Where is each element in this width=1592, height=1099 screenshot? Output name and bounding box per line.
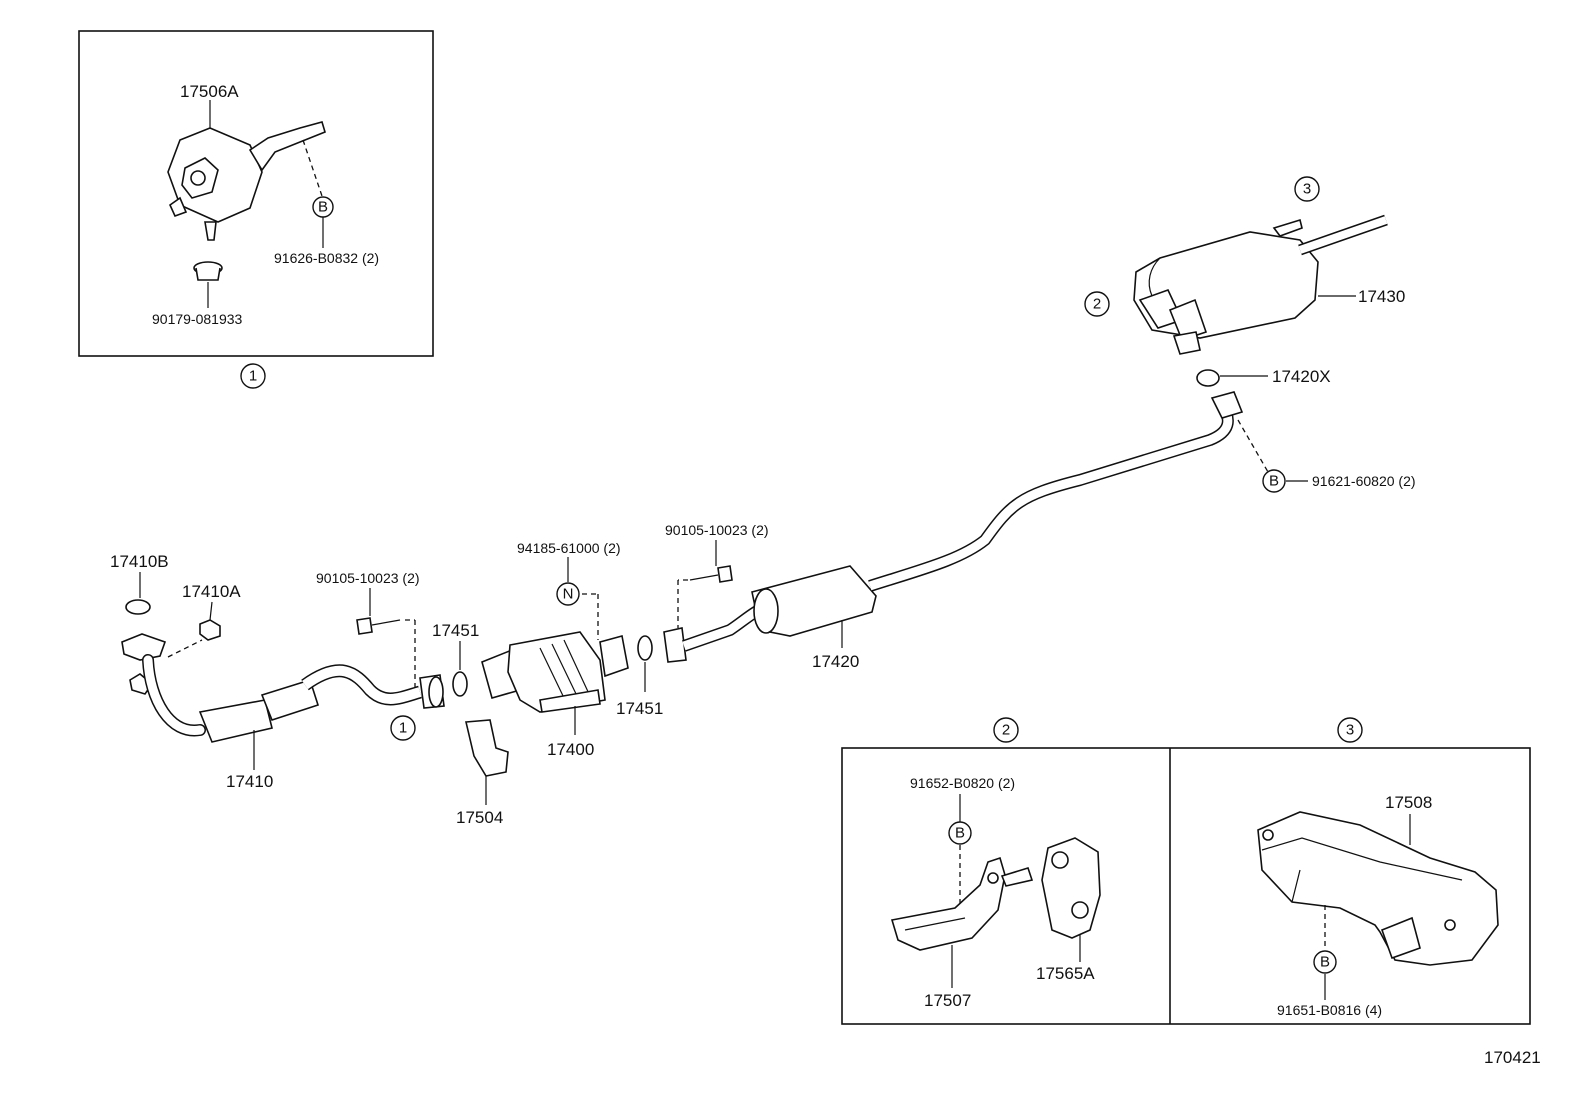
nut-90179-drawing — [193, 261, 223, 281]
bolt-b-code: B — [318, 199, 328, 216]
label-91652-B0820: 91652-B0820 (2) — [910, 775, 1015, 791]
gasket-17451-left — [452, 671, 468, 697]
inset2-bolt-b-symbol — [948, 821, 972, 845]
label-17410B: 17410B — [110, 552, 169, 571]
converter-17400: 17400 94185-61000 (2) N — [481, 540, 629, 759]
ref-3-inset-text: 3 — [1346, 722, 1354, 739]
inset-2: 2 91652-B0820 (2) B 17507 17565A — [890, 717, 1101, 1010]
label-17508: 17508 — [1385, 793, 1432, 812]
label-90105-right: 90105-10023 (2) — [665, 522, 769, 538]
ref-1-symbol — [240, 363, 266, 389]
label-17420X: 17420X — [1272, 367, 1331, 386]
tail-bolt-b-code: B — [1269, 473, 1279, 490]
label-17506A: 17506A — [180, 82, 239, 101]
diagram-id: 170421 — [1484, 1048, 1541, 1067]
label-91626-B0832: 91626-B0832 (2) — [274, 250, 379, 266]
inset-1-frame — [78, 30, 434, 357]
ref-2-main-text: 2 — [1093, 296, 1101, 313]
tail-gasket-group: 17420X — [1196, 367, 1331, 387]
ref-2-main-symbol — [1084, 291, 1110, 317]
label-91621: 91621-60820 (2) — [1312, 473, 1416, 489]
bracket-17507-drawing — [890, 856, 1034, 951]
ref-3-inset-symbol — [1337, 717, 1363, 743]
gasket-17451-right — [637, 635, 653, 661]
label-17504: 17504 — [456, 808, 503, 827]
ref-2-inset-text: 2 — [1002, 722, 1010, 739]
ref-1-text: 1 — [249, 368, 257, 385]
tail-bolt-group: B 91621-60820 (2) — [1237, 419, 1416, 493]
bolt-90105-left — [356, 617, 401, 635]
center-pipe-17420: 17420 — [663, 391, 1244, 671]
label-91651-B0816: 91651-B0816 (4) — [1277, 1002, 1382, 1018]
ref-1-main-symbol — [390, 715, 416, 741]
label-17451-right: 17451 — [616, 699, 663, 718]
inset2-bolt-b-code: B — [955, 825, 965, 842]
inset3-bolt-b-code: B — [1320, 954, 1330, 971]
ref-2-inset-symbol — [993, 717, 1019, 743]
ref-1-main-text: 1 — [399, 720, 407, 737]
ref-3-main-symbol — [1294, 176, 1320, 202]
gasket-17451-right-group: 17451 90105-10023 (2) — [616, 522, 769, 718]
hanger-17565A-drawing — [1041, 837, 1101, 939]
label-17410: 17410 — [226, 772, 273, 791]
label-17430: 17430 — [1358, 287, 1405, 306]
gasket-17420X — [1196, 369, 1220, 387]
label-90179-081933: 90179-081933 — [152, 311, 243, 327]
mount-17506A-drawing — [167, 121, 326, 241]
label-17420: 17420 — [812, 652, 859, 671]
nut-17410A — [199, 619, 221, 641]
tail-bolt-b-symbol — [1262, 469, 1286, 493]
inset3-bolt-b-symbol — [1313, 950, 1337, 974]
label-17400: 17400 — [547, 740, 594, 759]
label-17410A: 17410A — [182, 582, 241, 601]
nut-n-code: N — [563, 586, 574, 603]
gasket-17410B — [125, 599, 151, 615]
ref-3-main-text: 3 — [1303, 181, 1311, 198]
inset-2-3-frame — [841, 747, 1531, 1025]
insulator-17504: 17504 — [456, 719, 509, 827]
label-90105-left: 90105-10023 (2) — [316, 570, 420, 586]
label-17565A: 17565A — [1036, 964, 1095, 983]
bolt-90105-right — [689, 565, 733, 583]
label-17451-left: 17451 — [432, 621, 479, 640]
inset-3: 3 17508 B 91651-B0816 (4) — [1257, 717, 1499, 1018]
label-94185: 94185-61000 (2) — [517, 540, 621, 556]
nut-n-symbol — [556, 582, 580, 606]
muffler-17430: 17430 3 2 — [1084, 176, 1405, 355]
support-17508-drawing — [1257, 811, 1499, 966]
label-17507: 17507 — [924, 991, 971, 1010]
inset-1: 17506A B 91626-B0832 (2) 90179-081933 1 — [78, 30, 434, 389]
front-pipe-group: 17410B 17410A 17410 90105-10023 (2) — [110, 552, 479, 791]
